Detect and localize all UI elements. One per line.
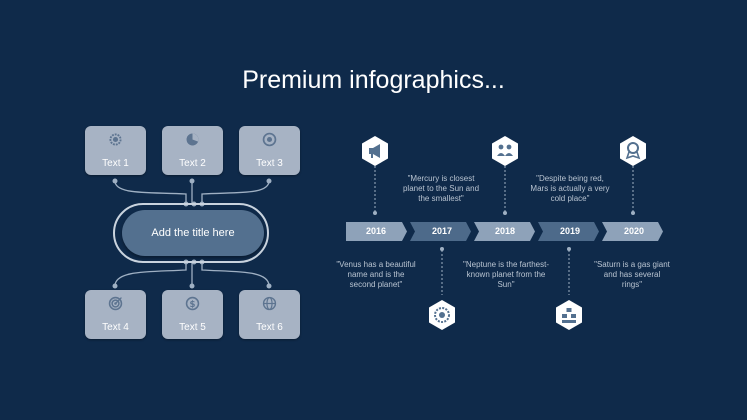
megaphone-icon [362,136,388,166]
year-2019: 2019 [559,226,581,236]
globe-icon [262,132,277,147]
note-2018: "Neptune is the farthest-known planet fr… [463,260,549,289]
card-label: Text 5 [179,322,206,333]
year-2020: 2020 [623,226,645,236]
card-label: Text 1 [102,158,129,169]
note-2020: "Saturn is a gas giant and has several r… [594,260,670,289]
note-2019: "Despite being red, Mars is actually a v… [530,174,610,203]
year-2016: 2016 [365,226,387,236]
card-label: Text 2 [179,158,206,169]
card-text-5: $ Text 5 [162,290,223,339]
globe-grid-icon [262,296,277,311]
card-text-6: Text 6 [239,290,300,339]
card-text-4: Text 4 [85,290,146,339]
target-gear-icon [429,300,455,330]
card-label: Text 3 [256,158,283,169]
card-label: Text 4 [102,322,129,333]
card-label: Text 6 [256,322,283,333]
pie-chart-icon [186,133,199,146]
team-icon [492,136,518,166]
award-icon [620,136,646,166]
gear-icon [109,133,122,146]
note-2016: "Venus has a beautiful name and is the s… [336,260,416,289]
dollar-icon: $ [185,296,200,311]
year-2017: 2017 [431,226,453,236]
card-text-1: Text 1 [85,126,146,175]
hub-center-title: Add the title here [122,210,264,256]
slide-title: Premium infographics... [242,66,505,94]
target-icon [108,296,123,311]
year-2018: 2018 [494,226,516,236]
hub-outline [113,203,269,263]
svg-text:$: $ [190,300,196,310]
note-2017: "Mercury is closest planet to the Sun an… [402,174,480,203]
card-text-3: Text 3 [239,126,300,175]
card-text-2: Text 2 [162,126,223,175]
hierarchy-icon [556,300,582,330]
